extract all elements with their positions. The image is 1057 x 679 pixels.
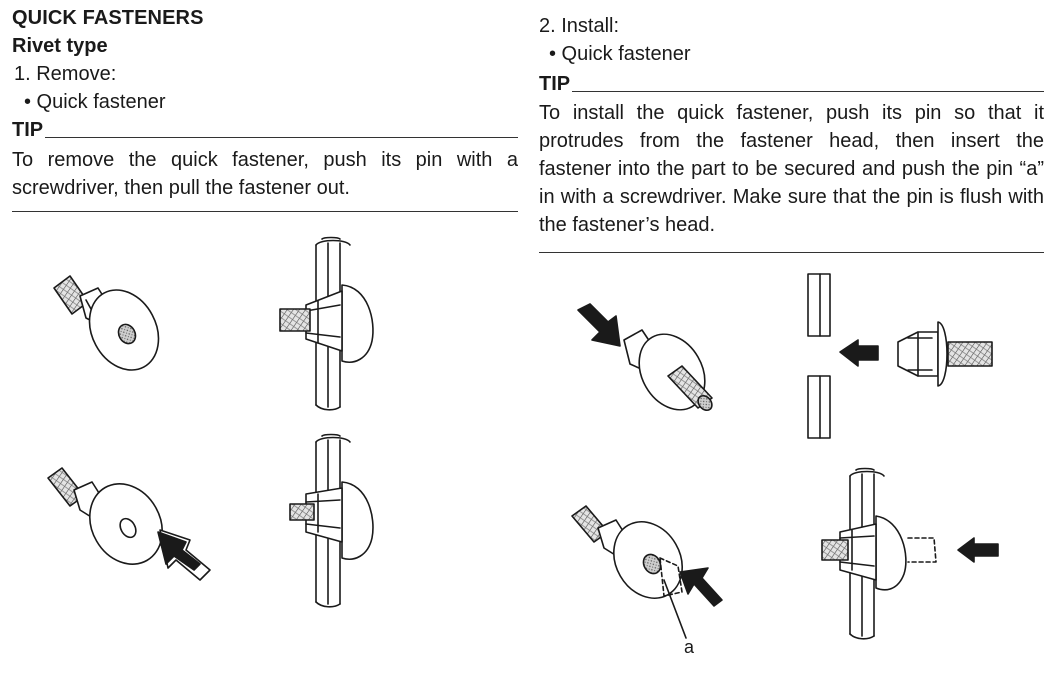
- step-install: 2. Install:: [539, 15, 620, 37]
- tip-header: TIP: [12, 120, 518, 140]
- fastener-installed-illustration: [279, 236, 374, 411]
- step-remove: 1. Remove:: [14, 63, 117, 85]
- bullet-quick-fastener: • Quick fastener: [549, 43, 691, 65]
- subheading: Rivet type: [12, 35, 108, 57]
- push-arrow-icon: [957, 537, 999, 563]
- fastener-insert-illustration: [807, 273, 993, 439]
- tip-rule: [45, 137, 518, 138]
- fastener-illustration: [53, 275, 160, 371]
- fastener-installed-illustration: [289, 433, 374, 608]
- callout-label-a: a: [684, 637, 695, 657]
- tip-label: TIP: [539, 73, 571, 95]
- tip-rule: [572, 91, 1044, 92]
- fastener-final-illustration: [821, 467, 999, 640]
- bullet-quick-fastener: • Quick fastener: [24, 91, 166, 113]
- push-arrow-icon: [839, 339, 879, 367]
- push-arrow-icon: [679, 567, 723, 607]
- tip-end-rule: [12, 211, 518, 212]
- tip-header: TIP: [539, 74, 1044, 94]
- tip-label: TIP: [12, 119, 44, 141]
- tip-end-rule: [539, 252, 1044, 253]
- fastener-pin-push-illustration: [571, 505, 723, 639]
- tip-text: To remove the quick fastener, push its p…: [12, 149, 518, 199]
- push-arrow-icon: [157, 529, 211, 581]
- fastener-prepare-illustration: [577, 303, 713, 412]
- fastener-push-illustration: [47, 467, 211, 581]
- push-arrow-icon: [577, 303, 621, 347]
- section-heading: QUICK FASTENERS: [12, 7, 204, 29]
- tip-text: To install the quick fastener, push its …: [539, 102, 1044, 236]
